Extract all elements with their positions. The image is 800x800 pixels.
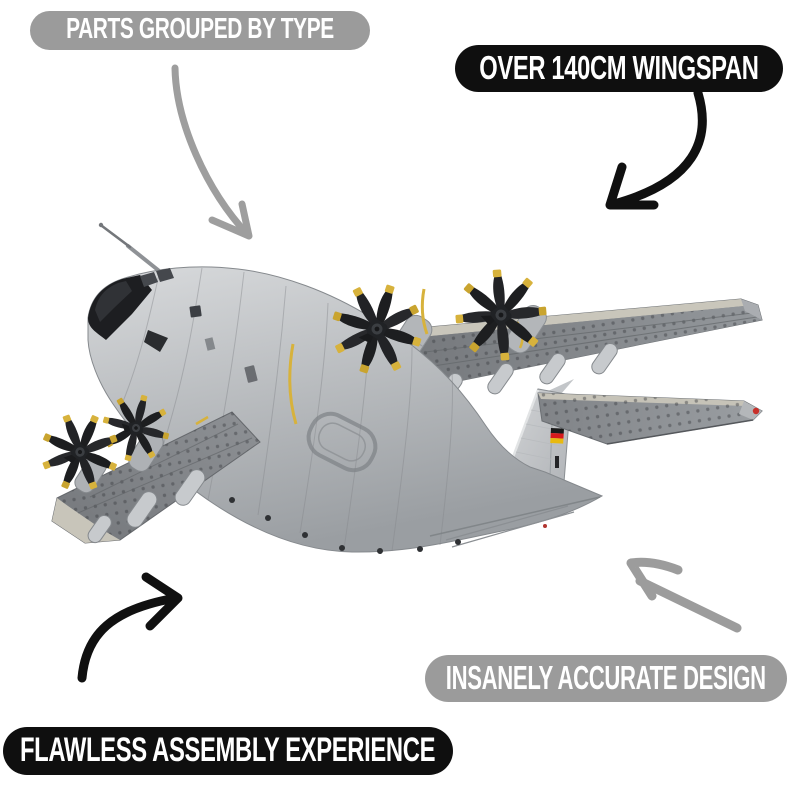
aircraft-left-wing xyxy=(51,411,261,544)
straight-arrow-bottom-right-icon xyxy=(626,557,742,633)
curved-arrow-bottom-left-icon xyxy=(77,572,183,683)
badge-label: FLAWLESS ASSEMBLY EXPERIENCE xyxy=(20,731,436,769)
badge-insanely-accurate-design: INSANELY ACCURATE DESIGN xyxy=(425,655,787,702)
badge-label: OVER 140CM WINGSPAN xyxy=(479,49,759,86)
german-flag xyxy=(550,428,564,444)
curved-arrow-top-left-icon xyxy=(171,64,253,240)
badge-over-140cm-wingspan: OVER 140CM WINGSPAN xyxy=(455,45,783,92)
curved-arrow-top-right-icon xyxy=(605,88,707,210)
badge-flawless-assembly-experience: FLAWLESS ASSEMBLY EXPERIENCE xyxy=(3,727,453,775)
aircraft-nose-probe xyxy=(98,222,165,276)
aircraft-cockpit xyxy=(88,268,174,340)
nav-light-red xyxy=(752,407,760,415)
badge-label: INSANELY ACCURATE DESIGN xyxy=(446,659,766,696)
badge-parts-grouped-by-type: PARTS GROUPED BY TYPE xyxy=(30,11,370,50)
badge-label: PARTS GROUPED BY TYPE xyxy=(66,13,334,45)
aircraft-model xyxy=(32,222,763,554)
